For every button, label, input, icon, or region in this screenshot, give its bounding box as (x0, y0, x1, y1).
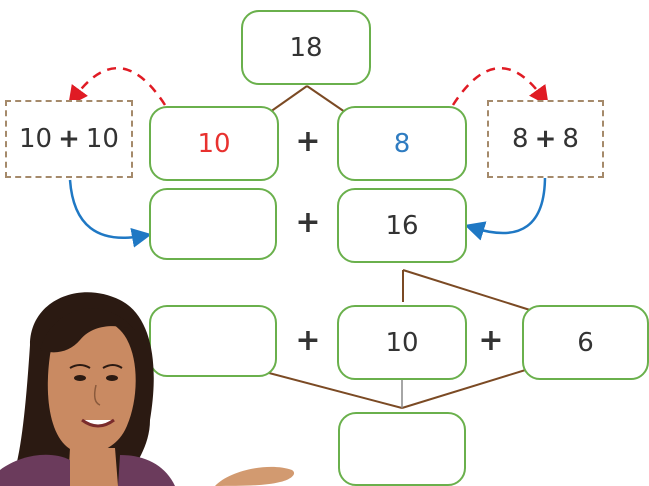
row3-third-value: 6 (577, 327, 594, 358)
right-double-box: 8 + 8 (487, 100, 604, 178)
total-box: 18 (241, 10, 371, 85)
merge-line-left (249, 367, 403, 409)
right-double-b: 8 (562, 124, 579, 154)
total-value: 18 (289, 32, 323, 63)
row3-third-box: 6 (522, 305, 649, 380)
row2-left-answer-box[interactable] (149, 188, 277, 260)
left-double-b: 10 (85, 124, 119, 154)
row2-right-box: 16 (337, 188, 467, 263)
left-double-plus: + (58, 124, 80, 154)
row1-plus: + (295, 124, 321, 159)
row3-first-answer-box[interactable] (149, 305, 277, 377)
split-line-top (402, 269, 531, 311)
row3-second-value: 10 (385, 327, 419, 358)
left-double-box: 10 + 10 (5, 100, 133, 178)
red-arrow-left (68, 67, 167, 107)
row1-right-box: 8 (337, 106, 467, 181)
bond-line-left (269, 85, 308, 113)
result-answer-box[interactable] (338, 412, 466, 486)
row3-plus-1: + (295, 323, 321, 358)
row1-left-box: 10 (149, 106, 279, 181)
row3-second-box: 10 (337, 305, 467, 380)
row2-plus: + (295, 205, 321, 240)
right-double-plus: + (534, 124, 557, 154)
blue-arrow-left (68, 179, 152, 248)
right-double-a: 8 (512, 124, 529, 154)
left-double-a: 10 (19, 124, 53, 154)
row3-plus-2: + (478, 323, 504, 358)
row2-right-value: 16 (385, 210, 419, 241)
merge-line-right (401, 367, 533, 409)
red-arrow-right (451, 67, 549, 107)
bond-line-right (306, 85, 346, 113)
blue-arrow-right (464, 175, 547, 241)
row1-left-value: 10 (197, 128, 231, 159)
row1-right-value: 8 (393, 128, 411, 159)
